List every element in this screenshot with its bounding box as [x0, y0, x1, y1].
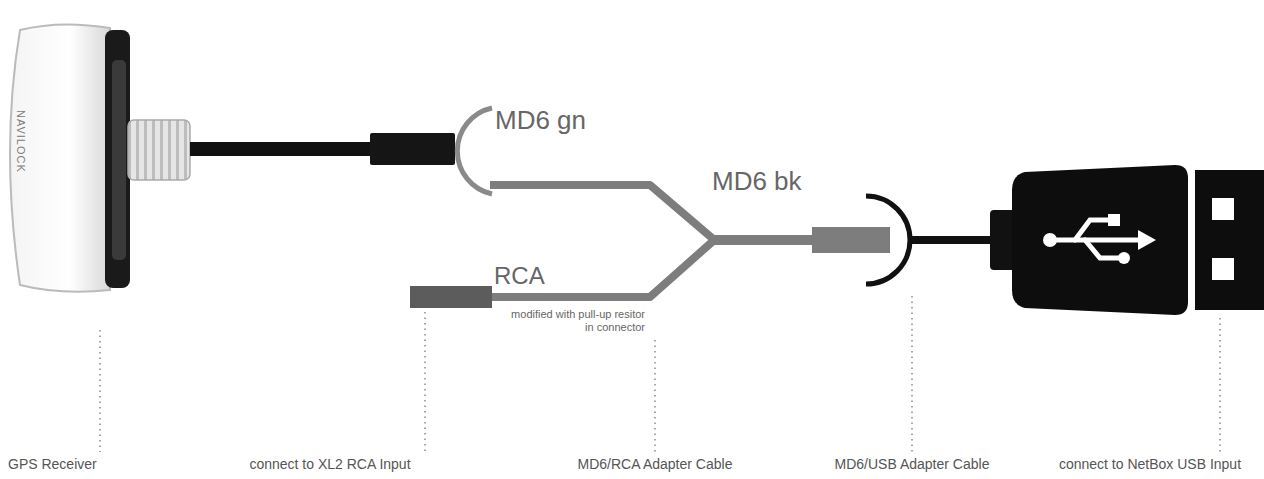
connector-name: MD6 bk	[712, 167, 802, 197]
part-caption: MD6/RCA Adapter Cable	[578, 456, 733, 472]
connector-name: MD6 gn	[495, 106, 586, 136]
part-caption: GPS Receiver	[8, 456, 97, 472]
part-caption: connect to NetBox USB Input	[1059, 456, 1241, 472]
part-caption: connect to XL2 RCA Input	[249, 456, 410, 472]
usb-cable	[910, 165, 1264, 315]
md6-plug	[812, 227, 890, 253]
rca-plug	[410, 286, 492, 308]
part-caption: MD6/USB Adapter Cable	[835, 456, 990, 472]
cable-note: modified with pull-up resitor in connect…	[505, 308, 645, 333]
connector-name: RCA	[494, 262, 545, 290]
md6-socket	[866, 196, 910, 284]
md6-rca-cable	[490, 185, 815, 297]
md6-socket	[457, 108, 492, 194]
leader-lines	[100, 296, 1220, 452]
brand-text: NAVILOCK	[14, 110, 27, 173]
gps-receiver	[10, 24, 455, 291]
